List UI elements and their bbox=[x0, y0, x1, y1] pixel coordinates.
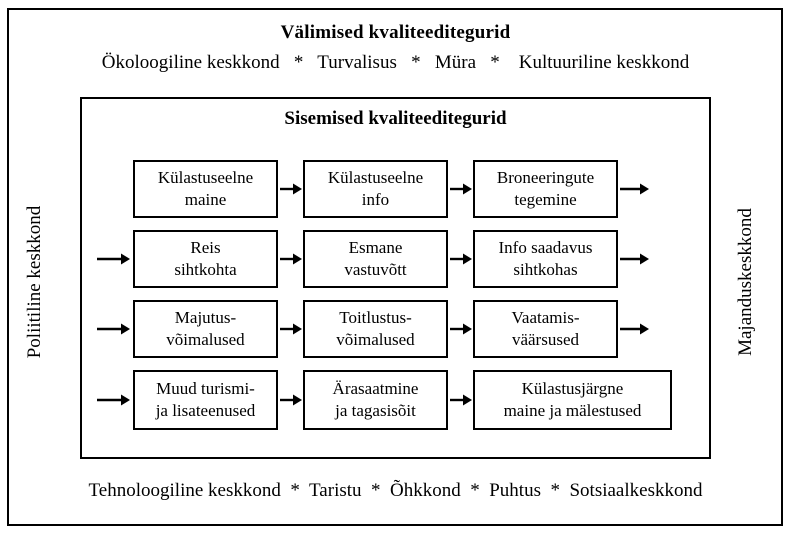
outer-frame bbox=[7, 8, 783, 526]
internal-factors-title: Sisemised kvaliteeditegurid bbox=[284, 108, 507, 129]
process-box-line1: Ärasaatmine bbox=[332, 379, 419, 399]
process-box-line2: võimalused bbox=[336, 330, 415, 349]
process-box-line1: Vaatamis- bbox=[511, 308, 580, 328]
external-factors-list: Ökoloogiline keskkond * Turvalisus * Mür… bbox=[101, 52, 690, 73]
process-box-line1: Info saadavus bbox=[498, 238, 593, 258]
process-box-line1: Toitlustus- bbox=[339, 308, 412, 328]
bottom-factors-list: Tehnoloogiline keskkond * Taristu * Õhkk… bbox=[88, 480, 703, 501]
arrow-right-icon bbox=[450, 322, 473, 336]
process-box-line2: maine ja mälestused bbox=[503, 401, 642, 420]
arrow-right-icon bbox=[280, 252, 303, 266]
process-box-line2: ja lisateenused bbox=[155, 401, 256, 420]
process-box-line2: info bbox=[361, 190, 390, 209]
process-box: Info saadavus sihtkohas bbox=[473, 230, 618, 288]
process-box-line2: võimalused bbox=[166, 330, 245, 349]
arrow-right-icon bbox=[280, 322, 303, 336]
arrow-right-icon bbox=[97, 393, 131, 407]
arrow-right-icon bbox=[450, 182, 473, 196]
process-box: Majutus- võimalused bbox=[133, 300, 278, 358]
right-environment-label: Majanduskeskkond bbox=[735, 208, 756, 356]
process-box-line1: Külastusjärgne bbox=[521, 379, 624, 399]
arrow-right-icon bbox=[620, 252, 650, 266]
process-box: Ärasaatmine ja tagasisõit bbox=[303, 370, 448, 430]
arrow-right-icon bbox=[450, 393, 473, 407]
arrow-right-icon bbox=[97, 252, 131, 266]
process-box: Broneeringute tegemine bbox=[473, 160, 618, 218]
arrow-right-icon bbox=[280, 182, 303, 196]
arrow-right-icon bbox=[97, 322, 131, 336]
process-box-line2: sihtkohas bbox=[513, 260, 578, 279]
process-box-line2: vastuvõtt bbox=[344, 260, 407, 279]
process-box-line1: Esmane bbox=[348, 238, 403, 258]
process-box-line2: tegemine bbox=[514, 190, 577, 209]
process-box: Esmane vastuvõtt bbox=[303, 230, 448, 288]
process-box-line2: sihtkohta bbox=[174, 260, 237, 279]
process-box-line1: Majutus- bbox=[174, 308, 237, 328]
external-factors-title: Välimised kvaliteeditegurid bbox=[280, 22, 511, 43]
process-box-line1: Külastuseelne bbox=[157, 168, 254, 188]
process-box-line1: Muud turismi- bbox=[156, 379, 255, 399]
process-box-line1: Broneeringute bbox=[496, 168, 595, 188]
process-box: Külastuseelne maine bbox=[133, 160, 278, 218]
process-box-line1: Reis bbox=[190, 238, 221, 258]
process-box: Vaatamis- väärsused bbox=[473, 300, 618, 358]
process-box: Reis sihtkohta bbox=[133, 230, 278, 288]
inner-frame bbox=[80, 97, 711, 459]
process-box: Külastuseelne info bbox=[303, 160, 448, 218]
process-box: Muud turismi- ja lisateenused bbox=[133, 370, 278, 430]
process-box: Toitlustus- võimalused bbox=[303, 300, 448, 358]
process-box-line1: Külastuseelne bbox=[327, 168, 424, 188]
arrow-right-icon bbox=[620, 182, 650, 196]
process-box-line2: väärsused bbox=[511, 330, 579, 349]
arrow-right-icon bbox=[450, 252, 473, 266]
process-box-line2: ja tagasisõit bbox=[335, 401, 416, 420]
process-box: Külastusjärgne maine ja mälestused bbox=[473, 370, 672, 430]
left-environment-label: Poliitiline keskkond bbox=[24, 205, 45, 359]
arrow-right-icon bbox=[620, 322, 650, 336]
process-box-line2: maine bbox=[184, 190, 227, 209]
arrow-right-icon bbox=[280, 393, 303, 407]
